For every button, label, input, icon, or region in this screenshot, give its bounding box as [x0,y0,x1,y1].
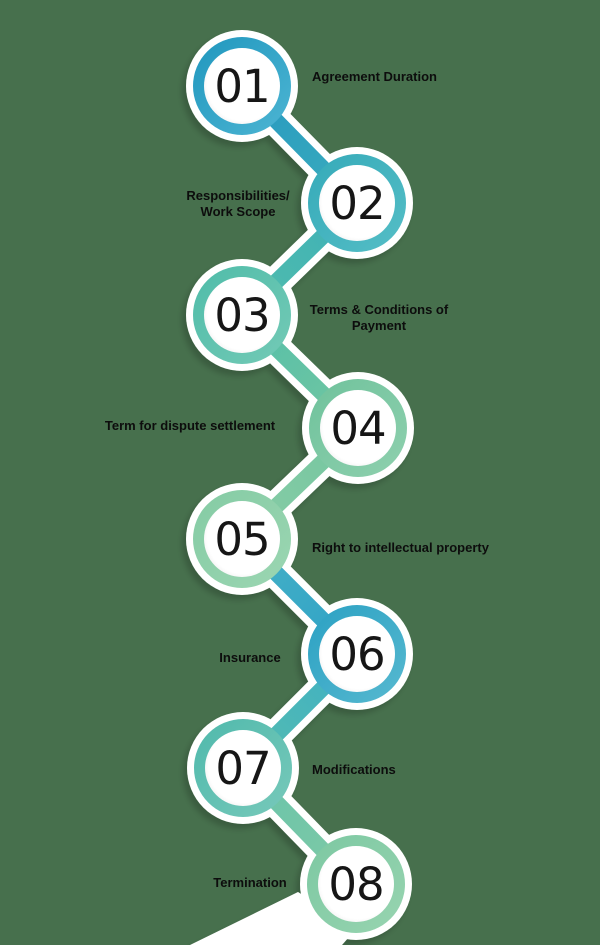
step-07-label: Modifications [312,762,396,777]
step-02-number: 02 [329,176,385,230]
step-05-number: 05 [214,512,270,566]
step-08-label: Termination [213,875,287,890]
step-05-label: Right to intellectual property [312,540,489,555]
ring-layer [193,37,407,933]
step-04-inner [320,390,396,466]
step-01-label: Agreement Duration [312,69,437,84]
step-06-number: 06 [329,627,385,681]
step-03-inner [204,277,280,353]
step-01-inner [204,48,280,124]
step-03-label: Terms & Conditions of Payment [309,302,449,333]
step-08-number: 08 [328,857,384,911]
step-06-inner [319,616,395,692]
step-06-label: Insurance [219,650,281,665]
step-04-number: 04 [330,401,386,455]
step-02-inner [319,165,395,241]
step-07-number: 07 [215,741,271,795]
step-07-inner [205,730,281,806]
step-01-number: 01 [214,59,270,113]
step-04-label: Term for dispute settlement [104,418,276,433]
step-05-inner [204,501,280,577]
step-03-number: 03 [214,288,270,342]
step-08-inner [318,846,394,922]
step-02-label: Responsibilities/ Work Scope [186,188,290,219]
